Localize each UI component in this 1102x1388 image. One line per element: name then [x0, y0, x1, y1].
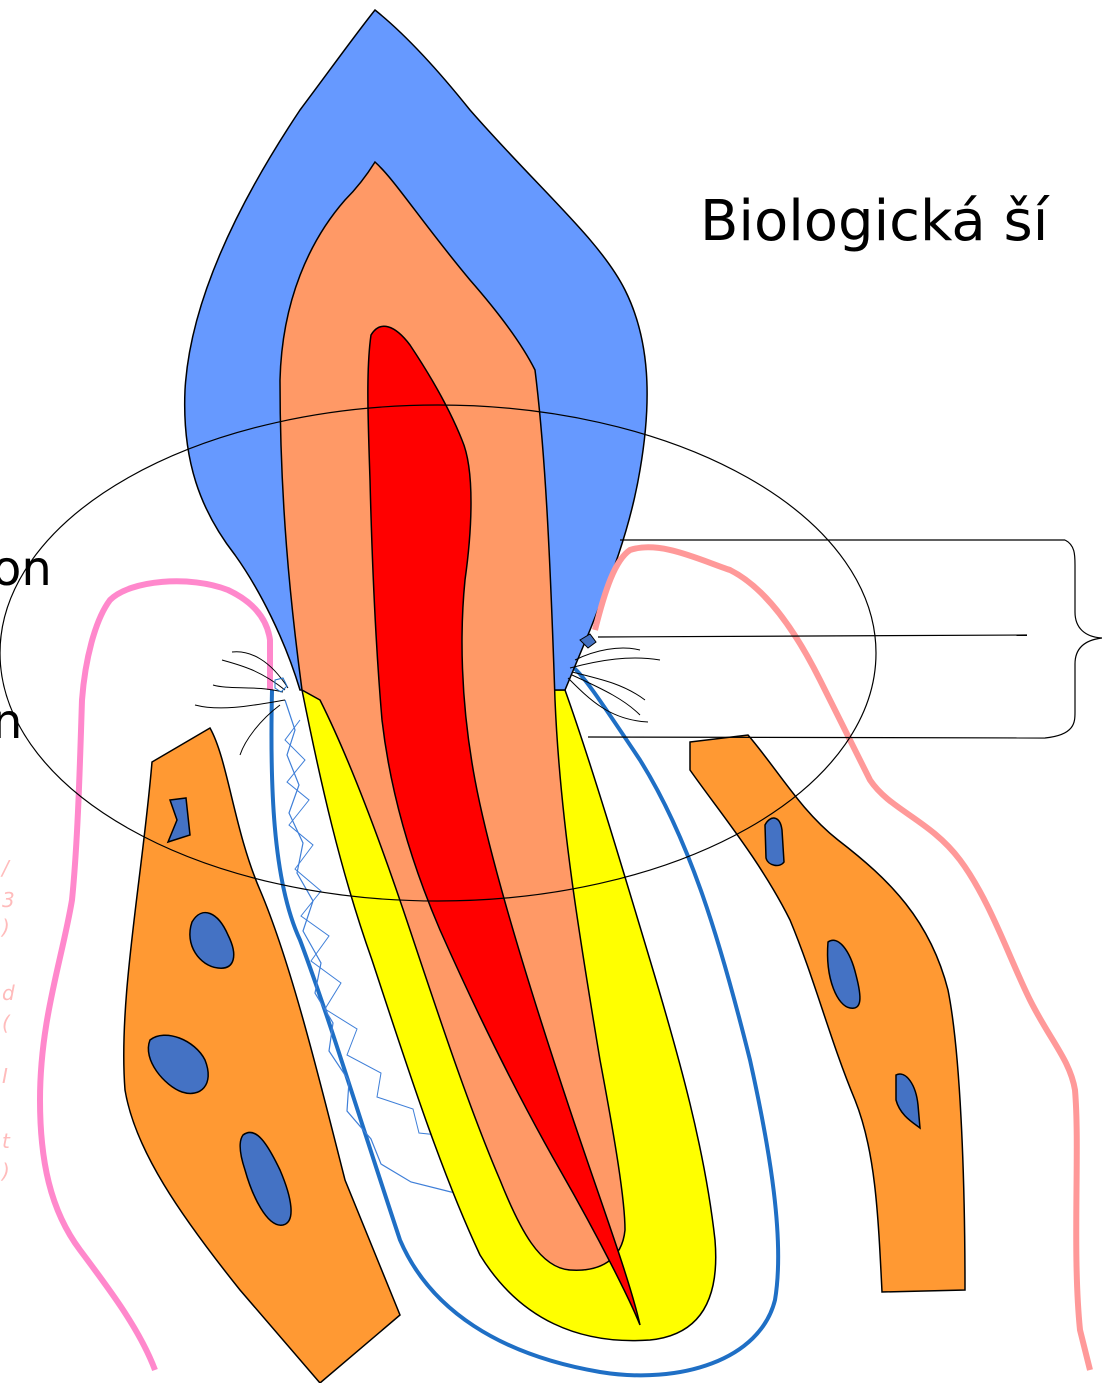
- title: Biologická ší: [700, 189, 1051, 254]
- faint-glyph: 3: [2, 888, 15, 912]
- side-label-top: on: [0, 541, 52, 597]
- faint-glyph: t: [2, 1129, 11, 1153]
- faint-glyph: /: [0, 856, 11, 880]
- leader-line-bottom: [588, 737, 1045, 738]
- faint-text-column: / 3 ) d ( I t ): [0, 856, 15, 1183]
- faint-glyph: I: [2, 1064, 8, 1088]
- faint-glyph: d: [2, 981, 15, 1005]
- faint-glyph: ): [0, 1159, 10, 1183]
- faint-glyph: ): [0, 915, 10, 939]
- side-label-bottom: n: [0, 694, 22, 750]
- faint-glyph: (: [2, 1011, 11, 1035]
- leader-line-middle: [598, 635, 1027, 637]
- right-marrow-space-1: [765, 818, 784, 865]
- brace: [1045, 540, 1102, 738]
